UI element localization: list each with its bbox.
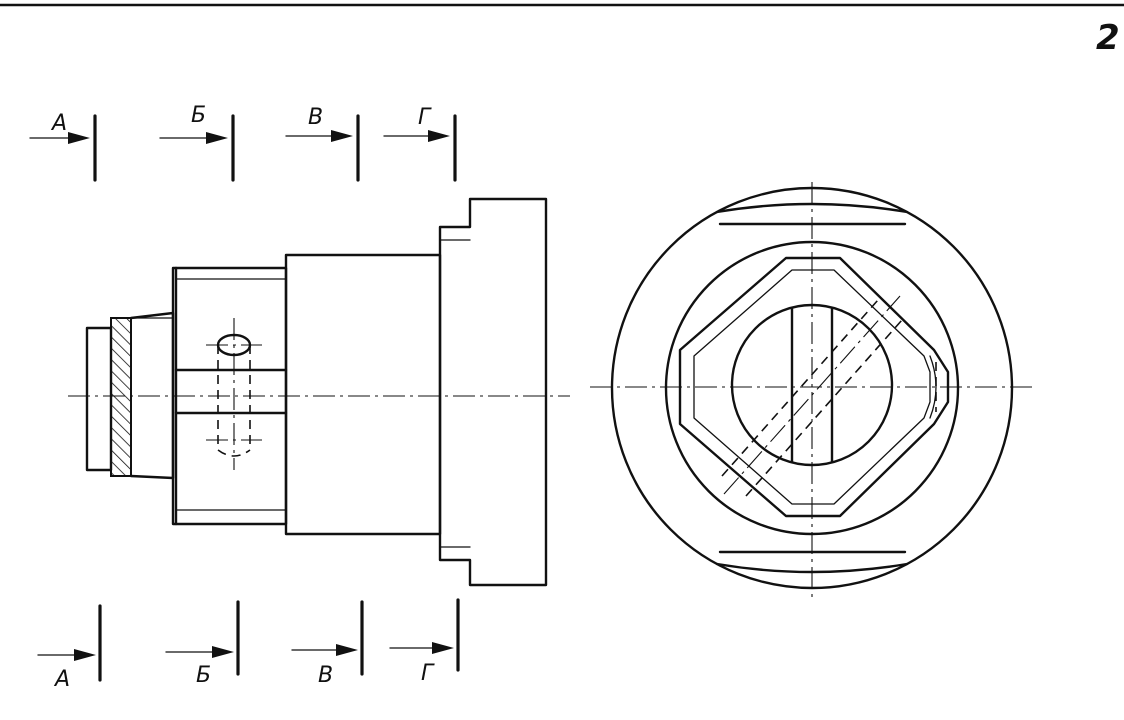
side-view bbox=[590, 182, 1036, 598]
section-marker-bottom-v: В bbox=[291, 600, 364, 688]
section-marker-bottom-g: Г bbox=[389, 598, 460, 686]
section-label-bottom-a: А bbox=[53, 667, 70, 692]
section-label-bottom-g: Г bbox=[421, 661, 435, 686]
section-marker-top-a: А bbox=[29, 111, 97, 182]
section-label-top-b: Б bbox=[191, 103, 206, 128]
outer-circle bbox=[610, 186, 1014, 590]
bottom-flat bbox=[715, 562, 909, 574]
front-flange bbox=[438, 197, 548, 587]
section-label-top-v: В bbox=[308, 105, 323, 130]
section-label-bottom-b: Б bbox=[196, 663, 211, 688]
front-step-4 bbox=[284, 253, 442, 536]
octagonal-profile bbox=[678, 256, 950, 518]
front-step-1 bbox=[85, 326, 113, 472]
diagonal-hole-axis bbox=[723, 295, 901, 495]
diagonal-hole-line-1 bbox=[721, 299, 879, 477]
right-notch bbox=[929, 355, 937, 419]
section-marker-bottom-b: Б bbox=[165, 600, 240, 688]
section-marker-bottom-a: А bbox=[37, 604, 102, 692]
section-label-top-g: Г bbox=[418, 105, 432, 130]
second-circle bbox=[664, 240, 960, 536]
hatched-ring bbox=[110, 317, 132, 477]
section-label-bottom-v: В bbox=[318, 663, 333, 688]
sheet-number: 2 bbox=[1096, 18, 1120, 58]
top-flat bbox=[715, 202, 909, 214]
section-marker-top-g: Г bbox=[383, 105, 457, 182]
front-view bbox=[68, 197, 570, 587]
section-marker-top-v: В bbox=[285, 105, 360, 182]
diagonal-hole-line-2 bbox=[745, 319, 903, 497]
inner-circle bbox=[730, 303, 894, 467]
section-label-top-a: А bbox=[50, 111, 67, 136]
section-marker-top-b: Б bbox=[159, 103, 235, 182]
cross-hole-bottom bbox=[217, 449, 251, 457]
